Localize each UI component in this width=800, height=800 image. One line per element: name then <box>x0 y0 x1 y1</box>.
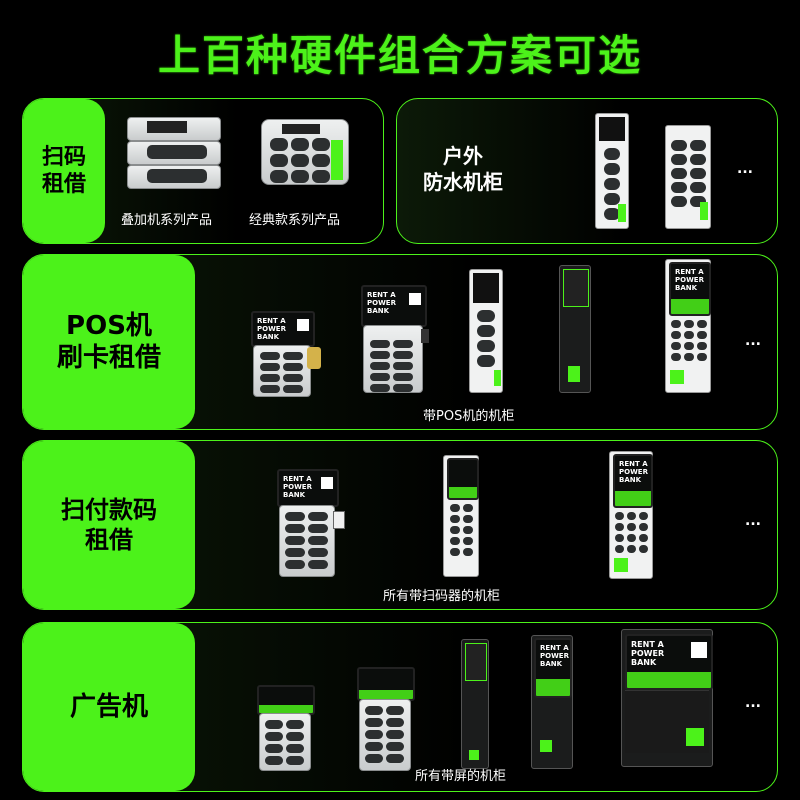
caption-stacked: 叠加机系列产品 <box>121 213 213 228</box>
pos-tower-black-image <box>559 265 591 393</box>
screen-text: BANK <box>675 284 698 293</box>
label-ad: 广告机 <box>23 623 195 791</box>
caption-classic: 经典款系列产品 <box>249 213 341 228</box>
screen-text: RENT A <box>367 291 396 299</box>
label-line-1: 广告机 <box>69 691 148 722</box>
ad-tower-slim-image <box>461 639 489 769</box>
more-indicator: ... <box>745 333 761 349</box>
label-line-2: 防水机柜 <box>423 170 503 194</box>
screen-text: RENT A <box>283 475 312 483</box>
label-line-1: 扫码 <box>41 144 86 170</box>
label-line-1: POS机 <box>66 310 152 341</box>
outdoor-tower-1-image <box>595 113 629 229</box>
label-scan-pay: 扫付款码租借 <box>23 441 195 609</box>
label-scan-rental: 扫码租借 <box>23 99 105 243</box>
pos-tower-white-image <box>469 269 503 393</box>
page-title: 上百种硬件组合方案可选 <box>157 31 642 80</box>
screen-text: POWER <box>631 649 665 659</box>
more-indicator: ... <box>745 513 761 529</box>
screen-text: BANK <box>283 491 306 500</box>
screen-text: BANK <box>367 307 390 316</box>
pos-terminal-image <box>307 347 321 369</box>
screen-text: POWER <box>619 468 648 477</box>
screen-text: BANK <box>540 660 563 669</box>
screen-text: RENT A <box>619 460 648 468</box>
screen-text: POWER <box>283 483 312 492</box>
label-line-1: 扫付款码 <box>61 496 157 524</box>
screen-text: RENT A <box>631 640 664 649</box>
screen-text: RENT A <box>540 644 569 652</box>
outdoor-tower-2-image <box>665 125 711 229</box>
label-line-2: 刷卡租借 <box>56 343 161 373</box>
screen-text: RENT A <box>675 268 704 276</box>
more-indicator: ... <box>745 695 761 711</box>
label-pos: POS机刷卡租借 <box>23 255 195 429</box>
label-line-1: 户外 <box>443 144 483 168</box>
classic-station-image <box>261 119 349 185</box>
screen-text: POWER <box>367 299 396 308</box>
caption-pos: 带POS机的机柜 <box>423 409 515 424</box>
screen-text: POWER <box>257 325 286 334</box>
more-indicator: ... <box>737 161 753 177</box>
panel-outdoor: 户外 防水机柜 ... <box>396 98 778 244</box>
scanner-tower-image <box>443 455 479 577</box>
label-outdoor-text: 户外 防水机柜 <box>413 143 513 195</box>
screen-text: BANK <box>257 333 280 342</box>
screen-text: POWER <box>675 276 704 285</box>
ad-station-small-image <box>257 685 315 771</box>
screen-text: BANK <box>631 658 657 668</box>
caption-ad: 所有带屏的机柜 <box>415 769 507 784</box>
screen-text: POWER <box>540 652 569 661</box>
screen-text: RENT A <box>257 317 286 325</box>
ad-station-medium-image <box>357 667 415 771</box>
label-line-2: 租借 <box>85 526 133 554</box>
panel-scan-rental: 扫码租借 叠加机系列产品 经典款系列产品 <box>22 98 384 244</box>
label-line-2: 租借 <box>41 172 86 197</box>
caption-scan-pay: 所有带扫码器的机柜 <box>383 589 501 604</box>
stacked-station-image <box>127 117 221 189</box>
screen-text: BANK <box>619 476 642 485</box>
